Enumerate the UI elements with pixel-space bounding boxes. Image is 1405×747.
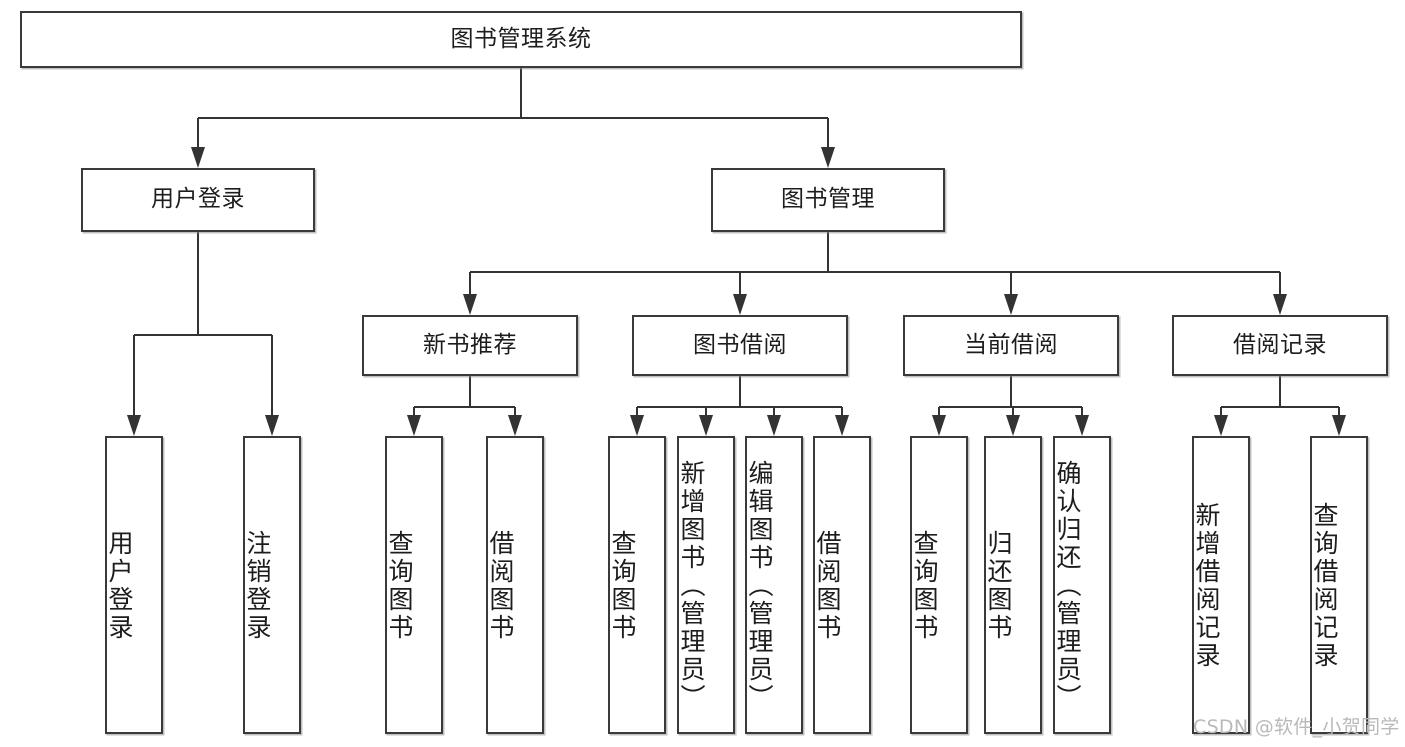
node-label: 查询图书 [608, 530, 637, 642]
node-book-manage[interactable]: 图书管理 [711, 168, 945, 232]
node-label: 图书管理系统 [450, 25, 592, 52]
node-leaf-bb-query-book[interactable]: 查询图书 [608, 436, 666, 734]
node-label: 新增图书（管理员） [677, 460, 706, 712]
node-label: 借阅图书 [813, 530, 842, 642]
node-label: 新书推荐 [423, 331, 517, 358]
node-leaf-user-logout[interactable]: 注销登录 [243, 436, 301, 734]
node-leaf-bb-add-book[interactable]: 新增图书（管理员） [677, 436, 735, 734]
node-root[interactable]: 图书管理系统 [20, 11, 1022, 68]
node-label: 查询图书 [385, 530, 414, 642]
current-borrow-arrow-0 [932, 415, 946, 436]
borrow-record-arrow-1 [1332, 415, 1346, 436]
bookmanage-arrow-1 [733, 294, 747, 315]
csdn-watermark: CSDN @软件_小贺同学 [1193, 716, 1400, 738]
node-label: 确认归还（管理员） [1053, 460, 1082, 712]
node-book-borrow[interactable]: 图书借阅 [632, 315, 848, 376]
node-current-borrow[interactable]: 当前借阅 [903, 315, 1119, 376]
node-label: 查询借阅记录 [1310, 502, 1339, 670]
node-label: 编辑图书（管理员） [745, 460, 774, 712]
user-login-arrow-0 [127, 415, 141, 436]
node-leaf-cb-confirm-return[interactable]: 确认归还（管理员） [1053, 436, 1111, 734]
node-label: 新增借阅记录 [1192, 502, 1221, 670]
node-leaf-user-login[interactable]: 用户登录 [105, 436, 163, 734]
new-book-rec-arrow-1 [508, 415, 522, 436]
node-label: 归还图书 [984, 530, 1013, 642]
node-label: 图书借阅 [693, 331, 787, 358]
node-leaf-bb-edit-book[interactable]: 编辑图书（管理员） [745, 436, 803, 734]
node-user-login[interactable]: 用户登录 [81, 168, 315, 232]
node-label: 当前借阅 [964, 331, 1058, 358]
node-leaf-rec-borrow-book[interactable]: 借阅图书 [486, 436, 544, 734]
node-label: 查询图书 [910, 530, 939, 642]
borrow-record-arrow-0 [1214, 415, 1228, 436]
current-borrow-arrow-1 [1006, 415, 1020, 436]
node-label: 借阅记录 [1233, 331, 1327, 358]
bookmanage-arrow-2 [1004, 294, 1018, 315]
node-new-book-rec[interactable]: 新书推荐 [362, 315, 578, 376]
node-label: 图书管理 [781, 186, 875, 213]
root-arrow-1 [821, 147, 835, 168]
root-arrow-0 [191, 147, 205, 168]
node-label: 用户登录 [105, 530, 134, 642]
node-leaf-br-add-record[interactable]: 新增借阅记录 [1192, 436, 1250, 734]
node-borrow-record[interactable]: 借阅记录 [1172, 315, 1388, 376]
node-label: 用户登录 [151, 186, 245, 213]
book-borrow-arrow-3 [835, 415, 849, 436]
bookmanage-arrow-0 [463, 294, 477, 315]
user-login-arrow-1 [265, 415, 279, 436]
node-leaf-rec-query-book[interactable]: 查询图书 [385, 436, 443, 734]
book-borrow-arrow-1 [699, 415, 713, 436]
node-leaf-br-query-record[interactable]: 查询借阅记录 [1310, 436, 1368, 734]
node-leaf-bb-borrow-book[interactable]: 借阅图书 [813, 436, 871, 734]
node-leaf-cb-query-book[interactable]: 查询图书 [910, 436, 968, 734]
book-borrow-arrow-2 [767, 415, 781, 436]
book-borrow-arrow-0 [630, 415, 644, 436]
node-leaf-cb-return-book[interactable]: 归还图书 [984, 436, 1042, 734]
current-borrow-arrow-2 [1075, 415, 1089, 436]
node-label: 注销登录 [243, 530, 272, 642]
node-label: 借阅图书 [486, 530, 515, 642]
bookmanage-arrow-3 [1273, 294, 1287, 315]
new-book-rec-arrow-0 [407, 415, 421, 436]
